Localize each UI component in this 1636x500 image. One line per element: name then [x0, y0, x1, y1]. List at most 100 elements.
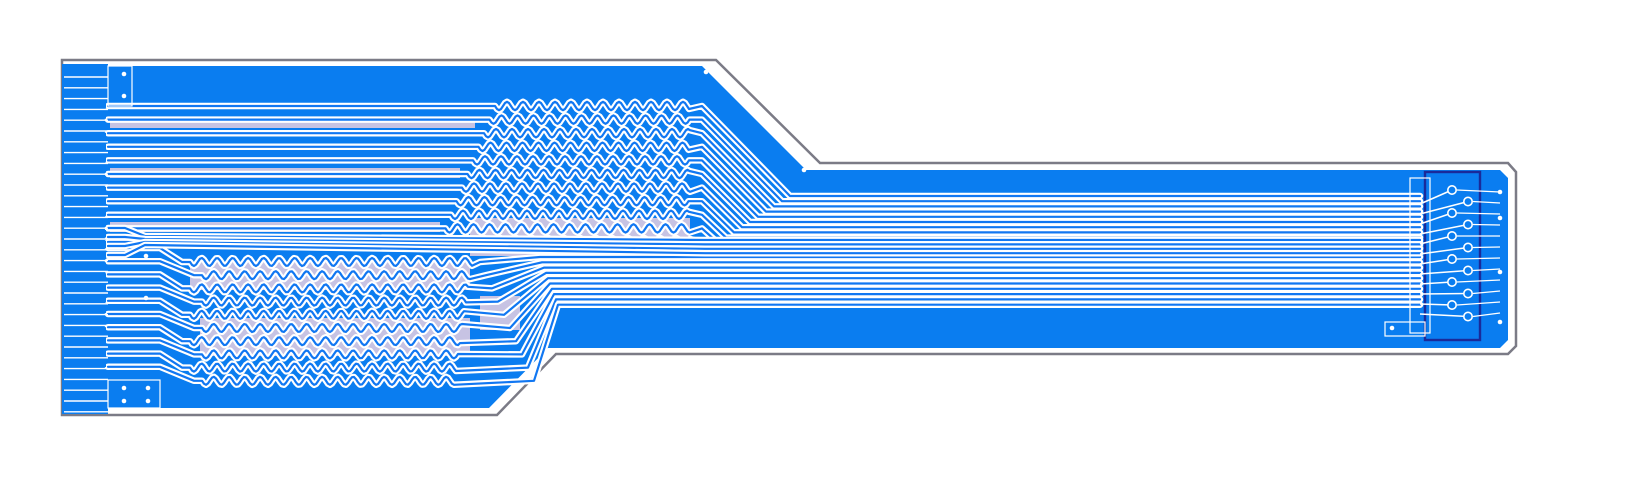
- lower-meander-trace-7: [106, 287, 1422, 347]
- connector-pad-lead-6: [1419, 246, 1469, 255]
- finger-23: [64, 305, 106, 314]
- via-5: [121, 385, 127, 391]
- via-14: [1497, 319, 1503, 325]
- via-2: [121, 93, 127, 99]
- finger-17: [64, 240, 106, 249]
- upper-meander-trace-6: [106, 168, 1422, 224]
- connector-pad-12: [1463, 311, 1474, 322]
- finger-6: [64, 122, 106, 130]
- connector-pin-trace-6: [1472, 246, 1501, 249]
- upper-meander-trace-1: [106, 100, 1422, 198]
- finger-18: [64, 251, 106, 260]
- connector-pad-6: [1463, 242, 1474, 253]
- via-12: [1497, 215, 1503, 221]
- connector-pad-lead-9: [1419, 281, 1453, 285]
- connector-pin-trace-3: [1456, 212, 1501, 215]
- lower-meander-trace-6: [106, 282, 1422, 334]
- finger-15: [64, 219, 106, 227]
- connector-pad-10: [1463, 288, 1474, 299]
- board-outline: [60, 58, 1518, 417]
- lower-meander-trace-5: [106, 277, 1422, 320]
- finger-10: [64, 165, 106, 173]
- connector-pad-lead-12: [1419, 313, 1469, 318]
- connector-pad-2: [1463, 196, 1474, 207]
- upper-meander-trace-4: [106, 141, 1422, 213]
- lower-meander-trace-1: [106, 246, 1422, 268]
- via-pad-box-top: [107, 65, 133, 107]
- connector-pad-lead-7: [1419, 258, 1453, 265]
- finger-7: [64, 132, 106, 141]
- connector-pin-trace-9: [1456, 279, 1501, 283]
- via-6: [121, 398, 127, 404]
- finger-11: [64, 176, 106, 184]
- upper-meander-trace-9: [106, 209, 1422, 239]
- connector-pin-trace-1: [1456, 189, 1501, 193]
- lower-meander-trace-10: [106, 303, 1422, 386]
- connector-pad-11: [1447, 299, 1458, 310]
- bus-trace-4: [106, 243, 1422, 257]
- finger-31: [64, 392, 106, 400]
- connector-left-keepout: [1409, 177, 1431, 334]
- finger-25: [64, 327, 106, 335]
- connector-pin-trace-2: [1472, 200, 1501, 204]
- finger-1: [64, 68, 106, 76]
- lower-meander-trace-8: [106, 293, 1422, 360]
- connector-pad-lead-3: [1419, 212, 1453, 225]
- connector-pin-trace-7: [1456, 257, 1501, 260]
- finger-27: [64, 348, 106, 357]
- connector-pad-5: [1447, 231, 1458, 242]
- connector-pad-9: [1447, 276, 1458, 287]
- finger-22: [64, 294, 106, 303]
- via-8: [145, 398, 151, 404]
- connector-pad-8: [1463, 265, 1474, 276]
- via-15: [1389, 325, 1395, 331]
- via-7: [145, 385, 151, 391]
- lower-meander-trace-2: [106, 260, 1422, 281]
- finger-30: [64, 381, 106, 389]
- finger-12: [64, 186, 106, 195]
- connector-footprint: [1384, 170, 1501, 342]
- connector-pad-3: [1447, 208, 1458, 219]
- connector-pad-lead-10: [1419, 292, 1469, 295]
- via-3: [703, 69, 709, 75]
- finger-4: [64, 100, 106, 108]
- board-outline-layer: [60, 58, 1518, 417]
- via-11: [1497, 189, 1503, 195]
- upper-meander-trace-7: [106, 182, 1422, 229]
- connector-tab: [1384, 321, 1426, 337]
- finger-20: [64, 273, 106, 281]
- connector-pad-lead-8: [1419, 269, 1469, 275]
- via-1: [121, 71, 127, 77]
- connector-pad-lead-2: [1419, 200, 1469, 215]
- finger-26: [64, 338, 106, 346]
- connector-pad-4: [1463, 219, 1474, 230]
- finger-16: [64, 230, 106, 238]
- connector-pad-lead-4: [1419, 223, 1469, 235]
- via-9: [143, 253, 149, 259]
- via-4: [801, 167, 807, 173]
- via-pad-box-bottom: [107, 379, 161, 409]
- connector-pad-7: [1447, 254, 1458, 265]
- upper-meander-trace-5: [106, 155, 1422, 218]
- finger-9: [64, 154, 106, 162]
- lower-meander-trace-3: [106, 266, 1422, 294]
- connector-pad-1: [1447, 185, 1458, 196]
- edge-connector-fingers: [64, 68, 108, 413]
- upper-meander-trace-3: [106, 127, 1422, 208]
- vias-layer: [107, 65, 1503, 409]
- finger-24: [64, 316, 106, 324]
- finger-3: [64, 89, 106, 98]
- connector-pin-trace-4: [1472, 223, 1501, 226]
- connector-pin-trace-10: [1472, 290, 1501, 295]
- finger-2: [64, 78, 106, 87]
- upper-meander-trace-2: [106, 114, 1422, 203]
- finger-13: [64, 197, 106, 206]
- finger-8: [64, 143, 106, 152]
- finger-5: [64, 111, 106, 119]
- finger-21: [64, 284, 106, 292]
- upper-meander-trace-10: [106, 223, 1422, 244]
- finger-19: [64, 262, 106, 270]
- finger-32: [64, 402, 106, 411]
- connector-pin-trace-12: [1472, 312, 1501, 318]
